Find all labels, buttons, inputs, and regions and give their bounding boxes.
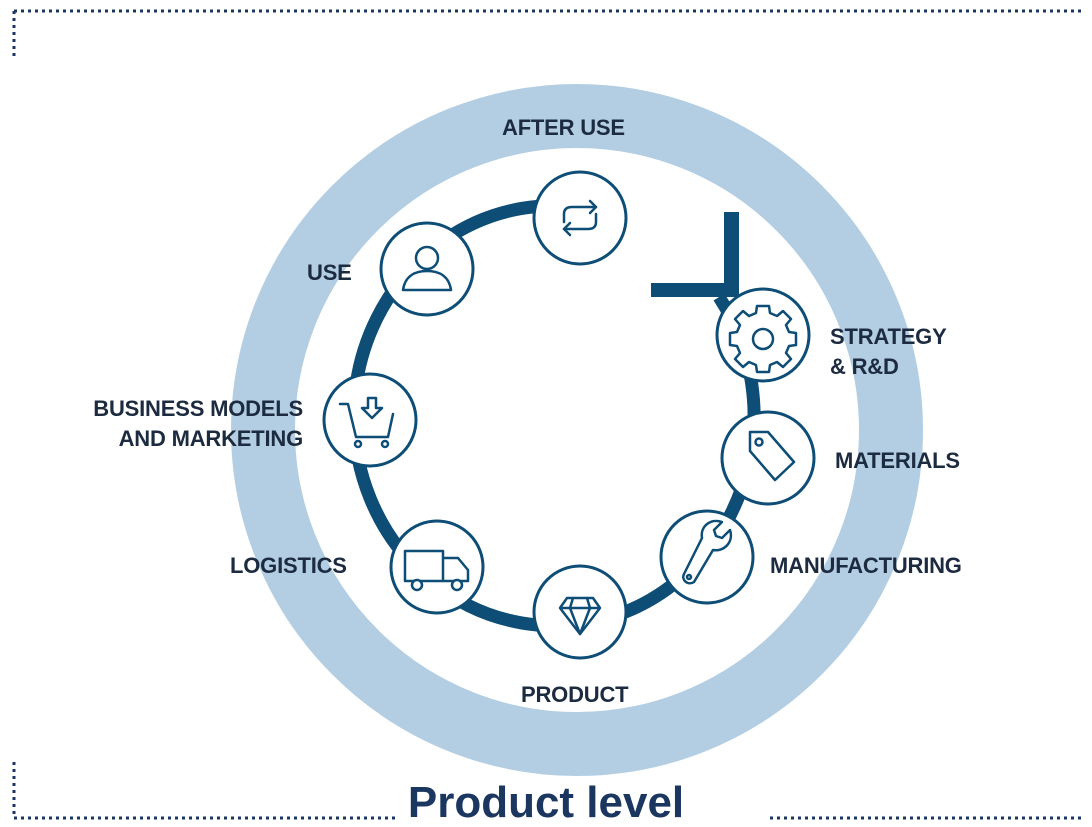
label-after-use: AFTER USE xyxy=(502,115,625,140)
stage-node-business xyxy=(322,372,418,468)
tag-icon xyxy=(748,430,796,482)
recycle-arrows-icon xyxy=(562,199,598,237)
label-logistics: LOGISTICS xyxy=(230,553,347,578)
gear-icon xyxy=(728,304,798,374)
label-use: USE xyxy=(307,260,352,285)
stage-node-product xyxy=(532,564,628,660)
user-icon xyxy=(401,245,453,292)
label-strategy: STRATEGY & R&D xyxy=(830,322,947,382)
dotted-frame xyxy=(12,9,1082,820)
label-manufacturing: MANUFACTURING xyxy=(770,553,962,578)
label-business-line-2: AND MARKETING xyxy=(118,426,304,451)
label-business: BUSINESS MODELS AND MARKETING xyxy=(93,394,303,454)
outer-ring xyxy=(231,84,923,776)
label-materials: MATERIALS xyxy=(835,448,960,473)
stage-node-manufacturing xyxy=(659,509,755,605)
stage-node-materials xyxy=(720,410,816,506)
shopping-cart-icon xyxy=(338,396,395,449)
label-product: PRODUCT xyxy=(521,682,629,707)
stage-node-use xyxy=(379,221,475,317)
cycle-arrowhead xyxy=(651,212,739,297)
label-strategy-line-2: & R&D xyxy=(830,354,899,379)
stage-node-strategy xyxy=(715,287,811,383)
label-strategy-line-1: STRATEGY xyxy=(830,324,947,349)
diamond-icon xyxy=(558,596,602,636)
stage-node-logistics xyxy=(389,519,485,615)
wrench-icon xyxy=(682,519,733,585)
truck-icon xyxy=(403,549,470,592)
stage-node-after-use xyxy=(532,170,628,266)
label-business-line-1: BUSINESS MODELS xyxy=(93,396,303,421)
